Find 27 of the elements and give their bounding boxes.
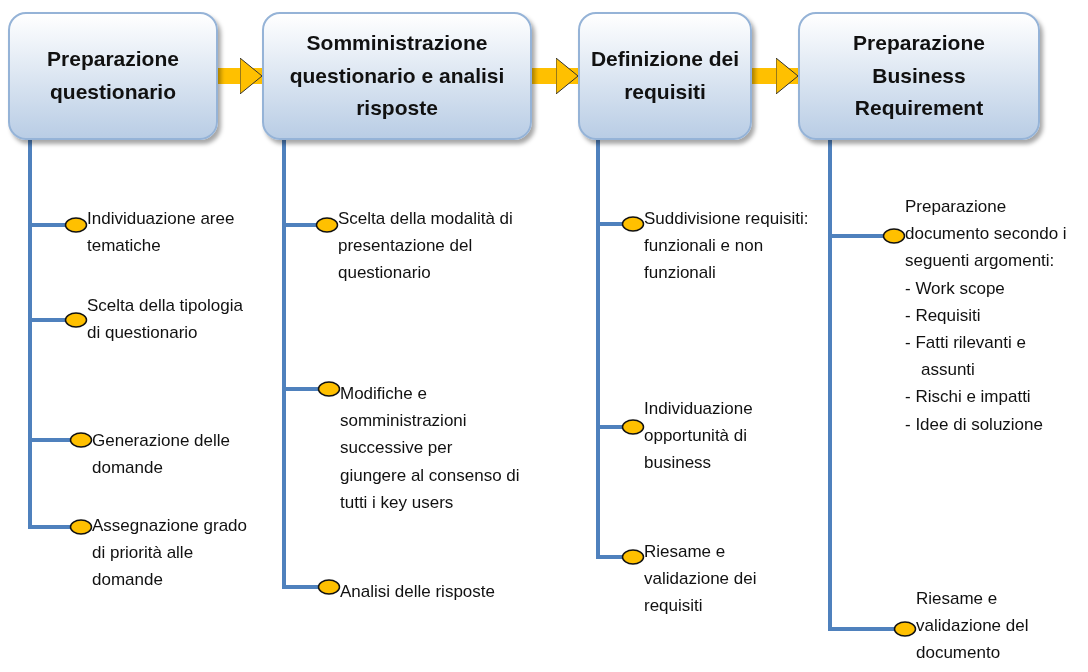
block-arrow — [218, 57, 263, 95]
connector-line — [596, 140, 645, 565]
step-text: Analisi delle risposte — [340, 578, 520, 606]
block-arrow — [532, 57, 579, 95]
step-text: Modifiche e somministrazioni successive per giungere al consenso di tutti i key users — [340, 380, 520, 516]
step-text: Preparazione documento secondo i seguenti argomenti: — [905, 196, 1068, 273]
step-text: Generazione delle domande — [92, 427, 252, 482]
step-text: Assegnazione grado di priorità alle domande — [92, 512, 252, 594]
connector-line — [282, 140, 341, 595]
step-text: Scelta della tipologia di questionario — [87, 292, 247, 347]
list-item: - Work scope — [905, 277, 1006, 300]
list-item: - Fatti rilevanti e assunti — [905, 331, 1027, 382]
connector-line — [28, 140, 93, 535]
block-arrow — [752, 57, 799, 95]
list-item: - Requisiti — [905, 304, 982, 327]
step-text: Suddivisione requisiti: funzionali e non funzionali — [644, 205, 809, 287]
step-text: Riesame e validazione dei requisiti — [644, 538, 809, 620]
process-box: Preparazione questionario — [8, 12, 218, 140]
process-box: Somministrazione questionario e analisi risposte — [262, 12, 532, 140]
step-text: Individuazione opportunità di business — [644, 395, 809, 477]
step-text: Individuazione aree tematiche — [87, 205, 247, 260]
process-box: Definizione dei requisiti — [578, 12, 752, 140]
list-item: - Rischi e impatti — [905, 386, 1032, 409]
step-text: Scelta della modalità di presentazione del questionario — [338, 205, 518, 287]
step-text: Riesame e validazione del documento — [916, 585, 1081, 667]
list-item: - Idee di soluzione — [905, 413, 1044, 436]
process-box: Preparazione Business Requirement — [798, 12, 1040, 140]
